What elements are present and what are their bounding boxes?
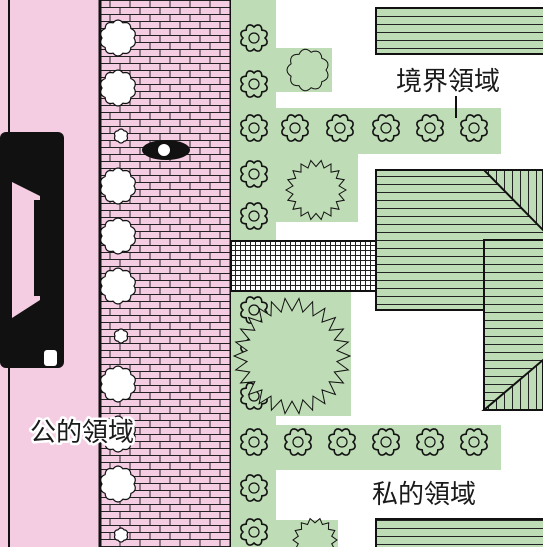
public-zone-label-halo: 公的領域 xyxy=(30,418,134,448)
public-zone-label: 公的領域 xyxy=(30,418,134,448)
shrub xyxy=(372,114,400,142)
entrance-path-paving xyxy=(230,240,377,292)
boundary-zone-label: 境界領域 xyxy=(396,67,500,97)
tree-upper-small xyxy=(285,159,347,221)
parked-car xyxy=(0,132,64,368)
street-tree xyxy=(100,365,136,403)
tree-bottom-small xyxy=(292,517,338,547)
large-tree-center xyxy=(232,297,352,415)
small-tree-upper xyxy=(286,48,329,92)
shrub xyxy=(240,24,268,52)
private-zone-label: 私的領域 xyxy=(372,480,476,510)
street-tree xyxy=(113,527,129,543)
shrub xyxy=(240,114,268,142)
street-tree xyxy=(100,465,136,503)
shrub xyxy=(240,70,268,98)
shrub xyxy=(284,428,312,456)
shrub xyxy=(460,428,488,456)
shrub xyxy=(240,202,268,230)
street-tree xyxy=(100,267,136,305)
street-tree xyxy=(100,415,136,453)
house-building xyxy=(375,7,543,547)
shrub xyxy=(328,428,356,456)
street-tree xyxy=(113,128,129,144)
shrub xyxy=(281,114,309,142)
shrub xyxy=(240,474,268,502)
shrub xyxy=(416,114,444,142)
shrub xyxy=(460,114,488,142)
pedestrian-figure xyxy=(142,140,190,160)
street-tree xyxy=(113,328,129,344)
shrub xyxy=(416,428,444,456)
street-trees xyxy=(100,19,136,543)
shrub xyxy=(240,428,268,456)
street-tree xyxy=(100,167,136,205)
shrub xyxy=(240,518,268,546)
shrub xyxy=(372,428,400,456)
shrub xyxy=(326,114,354,142)
street-tree xyxy=(100,217,136,255)
shrub xyxy=(240,160,268,188)
street-tree xyxy=(100,19,136,57)
street-tree xyxy=(100,69,136,107)
